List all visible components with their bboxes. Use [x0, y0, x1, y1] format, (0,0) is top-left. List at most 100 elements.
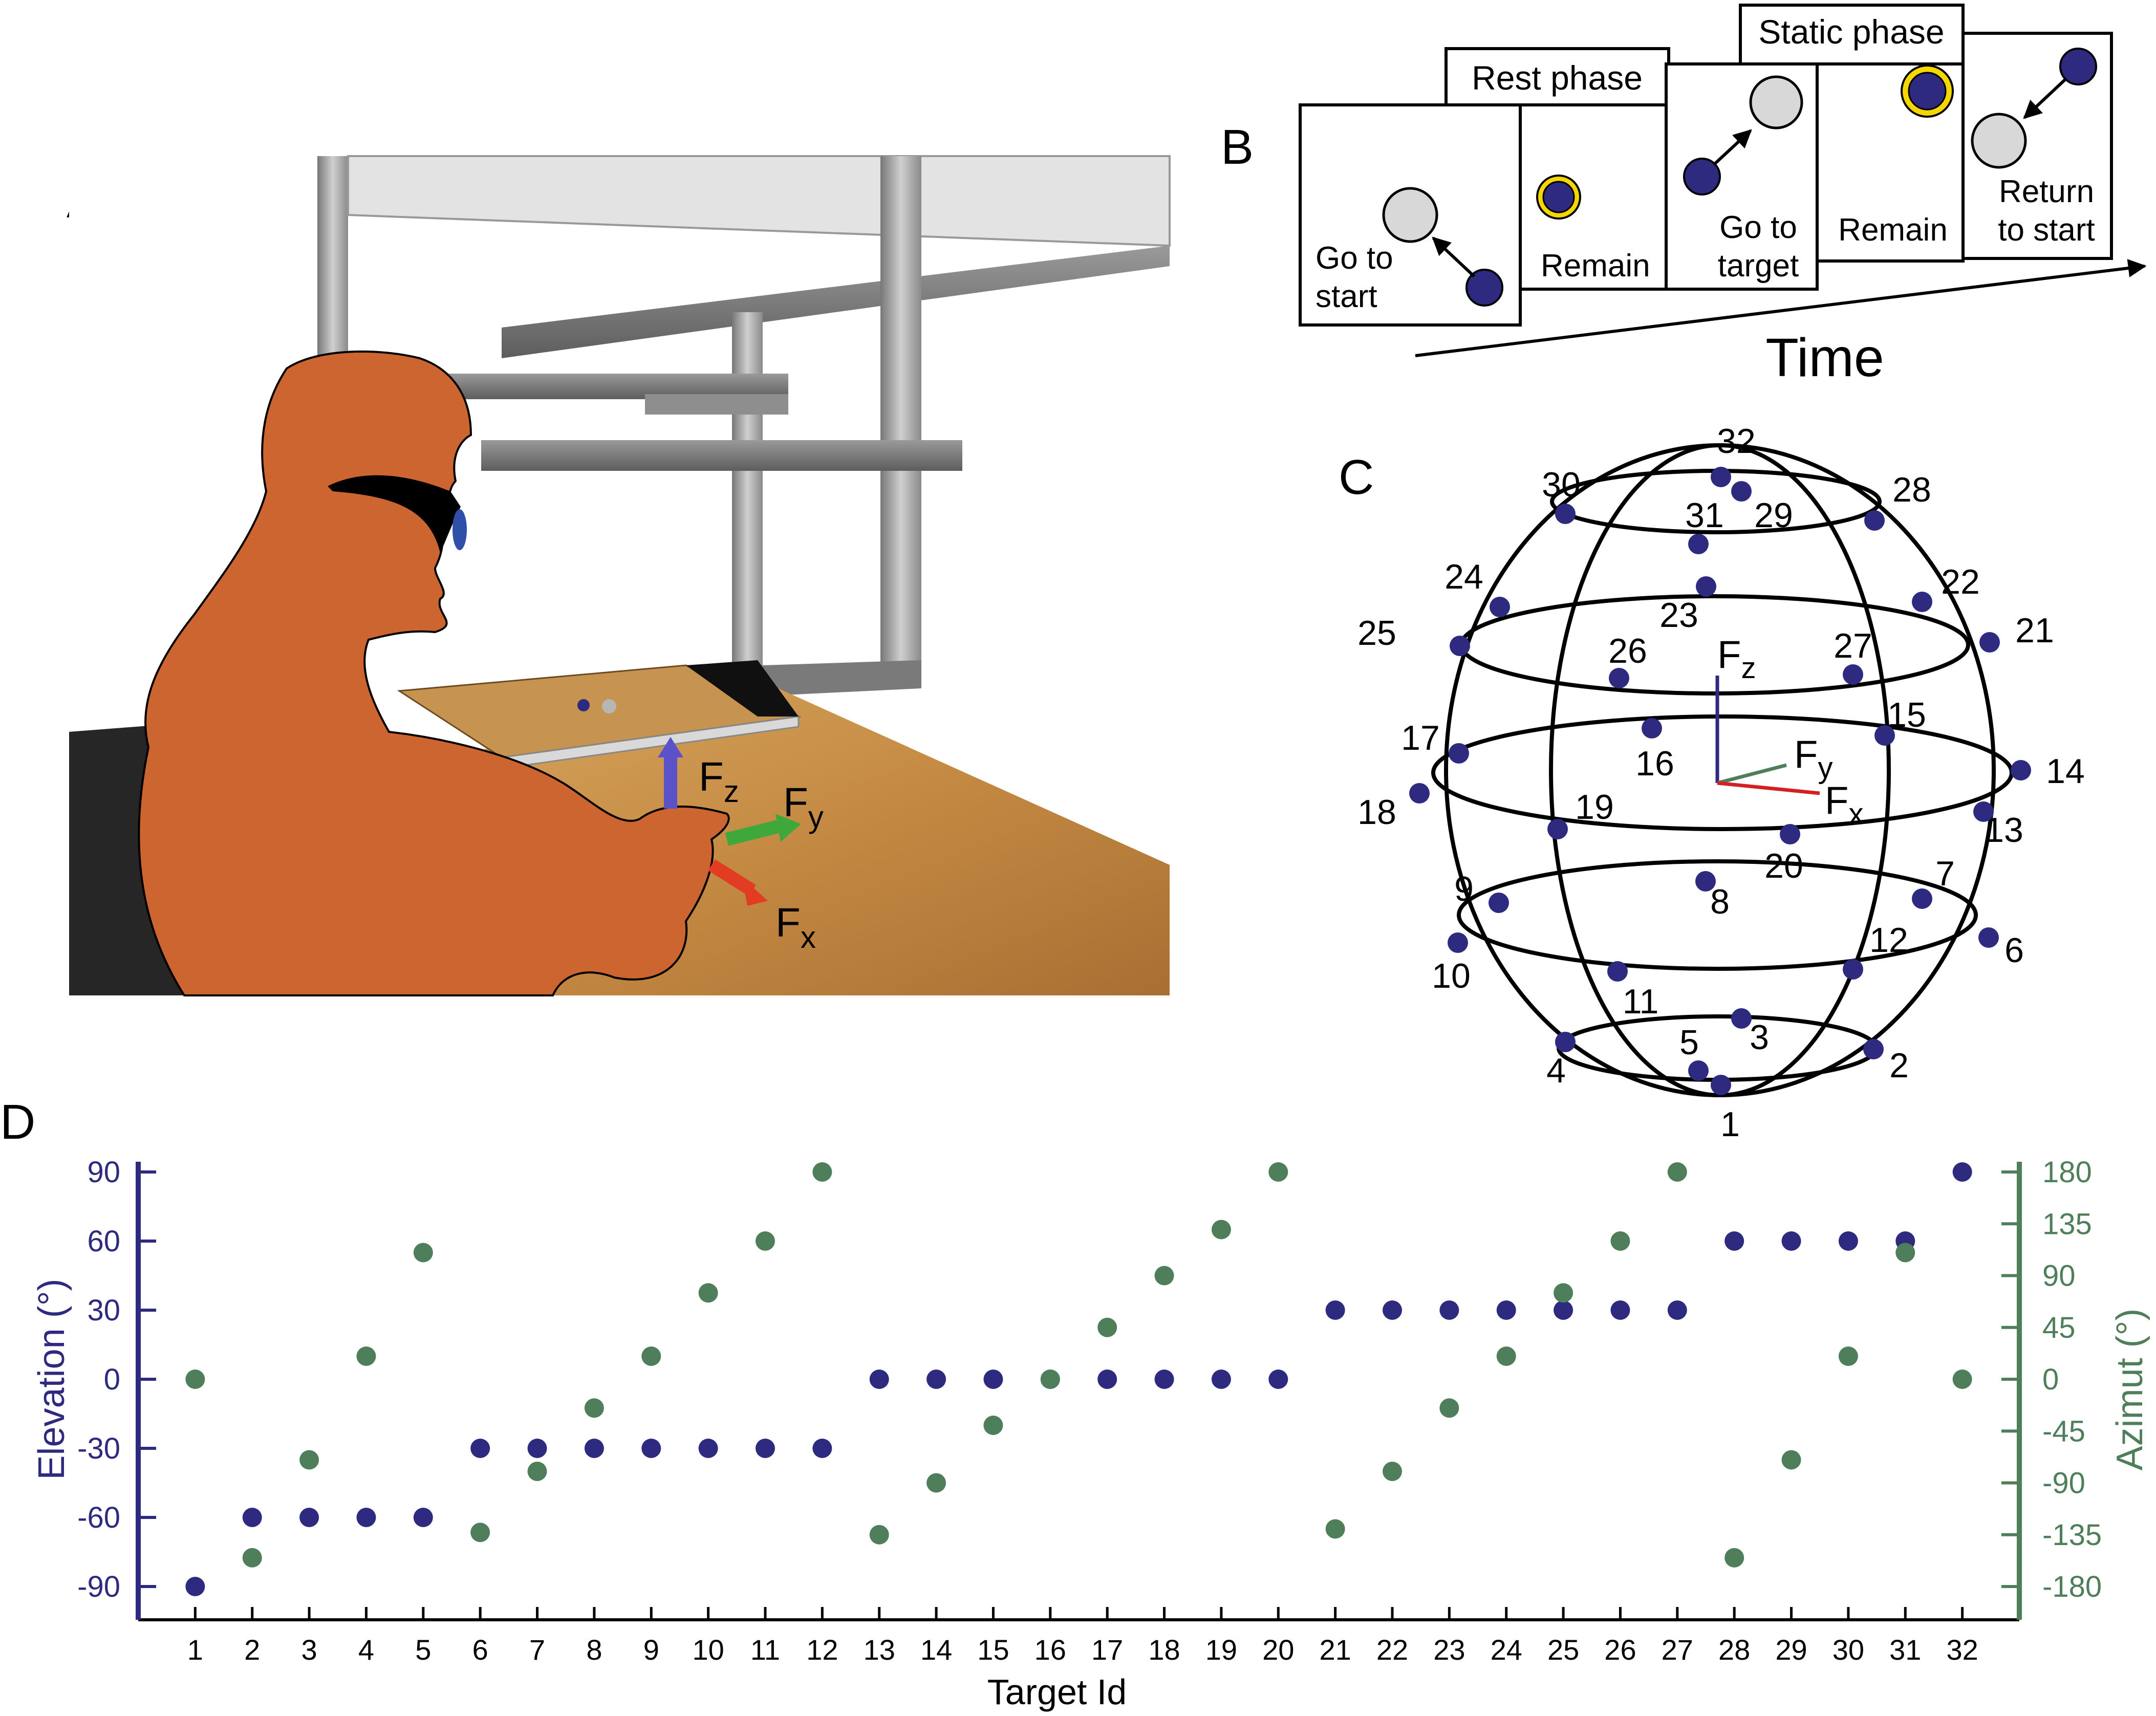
elevation-point	[926, 1370, 946, 1389]
sphere-target-dot	[1711, 1075, 1731, 1095]
panel-label-d: D	[0, 1095, 35, 1149]
phase-text-line2: to start	[1998, 212, 2095, 248]
frame-post-right	[880, 156, 921, 688]
sphere-target-label: 31	[1685, 496, 1724, 535]
sphere-outline	[1444, 443, 1996, 1097]
x-tick-label: 1	[187, 1634, 203, 1666]
frame-long-beam	[502, 246, 1170, 358]
azimuth-point	[1554, 1283, 1573, 1303]
sphere-target-label: 6	[2004, 931, 2024, 970]
x-tick-label: 5	[415, 1634, 431, 1666]
y-tick-label-azimuth: 0	[2042, 1363, 2059, 1396]
azimuth-point	[1781, 1450, 1801, 1470]
azimuth-point	[1268, 1162, 1288, 1182]
sphere-target-dot	[1547, 819, 1568, 839]
y-tick-label-azimuth: -90	[2042, 1467, 2085, 1500]
x-tick-label: 25	[1547, 1634, 1579, 1666]
x-tick-label: 13	[864, 1634, 895, 1666]
azimuth-point	[356, 1346, 376, 1366]
sphere-target-dot	[1711, 467, 1731, 487]
sphere-target-label: 24	[1444, 557, 1483, 596]
y-tick-label-elevation: 60	[87, 1225, 120, 1258]
y-axis-label-azimuth: Azimut (°)	[2109, 1309, 2150, 1471]
x-tick-label: 8	[586, 1634, 602, 1666]
elevation-point	[242, 1508, 262, 1527]
sphere-target-dot	[1450, 636, 1470, 656]
azimuth-point	[470, 1523, 490, 1543]
azimuth-point	[641, 1346, 661, 1366]
x-tick-label: 31	[1889, 1634, 1921, 1666]
elevation-point	[1724, 1231, 1744, 1251]
sphere-target-label: 15	[1887, 696, 1926, 734]
sphere-target-label: 1	[1720, 1105, 1740, 1144]
elevation-point	[1781, 1231, 1801, 1251]
elevation-point	[527, 1439, 547, 1458]
sphere-target-dot	[1609, 668, 1629, 688]
azimuth-point	[1610, 1231, 1630, 1251]
x-tick-label: 16	[1034, 1634, 1066, 1666]
azimuth-point	[1040, 1370, 1060, 1389]
y-tick-label-elevation: -90	[77, 1570, 120, 1603]
elevation-point	[869, 1370, 889, 1389]
time-arrow	[1415, 259, 2147, 357]
panel-b: B Go to start Rest phase Remain	[1221, 4, 2147, 388]
x-tick-label: 9	[643, 1634, 659, 1666]
y-tick-label-elevation: -60	[77, 1501, 120, 1534]
axis-label-fx: Fx	[1825, 779, 1863, 831]
elevation-point	[1554, 1300, 1573, 1320]
y-tick-label-elevation: -30	[77, 1432, 120, 1465]
x-tick-label: 18	[1148, 1634, 1180, 1666]
force-label-x: Fx	[775, 900, 816, 954]
sphere-target-label: 10	[1432, 957, 1471, 995]
sphere-target-label: 13	[1985, 811, 2023, 850]
sphere-target-dot	[1912, 592, 1932, 612]
x-tick-label: 12	[806, 1634, 838, 1666]
sphere-target-label: 32	[1717, 422, 1756, 461]
sphere-target-dot	[1688, 534, 1709, 554]
sphere-target-dot	[1642, 718, 1662, 738]
sphere-target-label: 18	[1357, 793, 1396, 832]
azimuth-point	[1097, 1317, 1117, 1337]
azimuth-point	[299, 1450, 319, 1470]
sphere-target-label: 21	[2015, 611, 2054, 650]
latitude-ring	[1457, 859, 1978, 971]
force-arrow-y	[725, 820, 780, 846]
azimuth-point	[869, 1525, 889, 1545]
azimuth-point	[926, 1473, 946, 1493]
elevation-point	[1097, 1370, 1117, 1389]
sphere-target-dot	[1843, 664, 1863, 685]
sphere-target-label: 7	[1935, 854, 1955, 893]
azimuth-point	[983, 1416, 1003, 1435]
glasses	[328, 475, 461, 553]
sphere-target-label: 30	[1542, 465, 1581, 504]
azimuth-point	[1439, 1398, 1459, 1418]
x-axis-label: Target Id	[987, 1672, 1127, 1712]
azimuth-point	[1496, 1346, 1516, 1366]
axis-label-fz: Fz	[1717, 633, 1756, 685]
sphere-target-dot	[1688, 1060, 1709, 1081]
sphere-target-dot	[1731, 481, 1752, 502]
y-tick-label-azimuth: 45	[2042, 1311, 2076, 1344]
panel-label-c: C	[1339, 450, 1374, 505]
sphere-target-dot	[1731, 1008, 1752, 1029]
phase-header: Rest phase	[1472, 59, 1643, 97]
x-tick-label: 4	[358, 1634, 374, 1666]
sphere-target-dot	[1555, 1032, 1576, 1052]
azimuth-point	[1952, 1370, 1972, 1389]
sphere-target-dot	[1978, 927, 1999, 948]
azimuth-point	[1667, 1162, 1687, 1182]
frame-crossbar-lower	[481, 440, 962, 471]
sphere-target-dot	[1912, 888, 1932, 909]
azimuth-point	[1895, 1243, 1915, 1263]
x-tick-label: 15	[977, 1634, 1009, 1666]
sphere-target-dot	[1607, 961, 1628, 982]
sphere-target-dot	[1863, 1039, 1884, 1059]
touch-board-black-strip	[686, 660, 799, 716]
frame-diagonal	[763, 660, 921, 696]
y-tick-label-elevation: 90	[87, 1156, 120, 1189]
x-tick-label: 28	[1718, 1634, 1750, 1666]
sphere-target-dot	[1555, 504, 1576, 524]
sphere-target-label: 11	[1623, 982, 1659, 1021]
